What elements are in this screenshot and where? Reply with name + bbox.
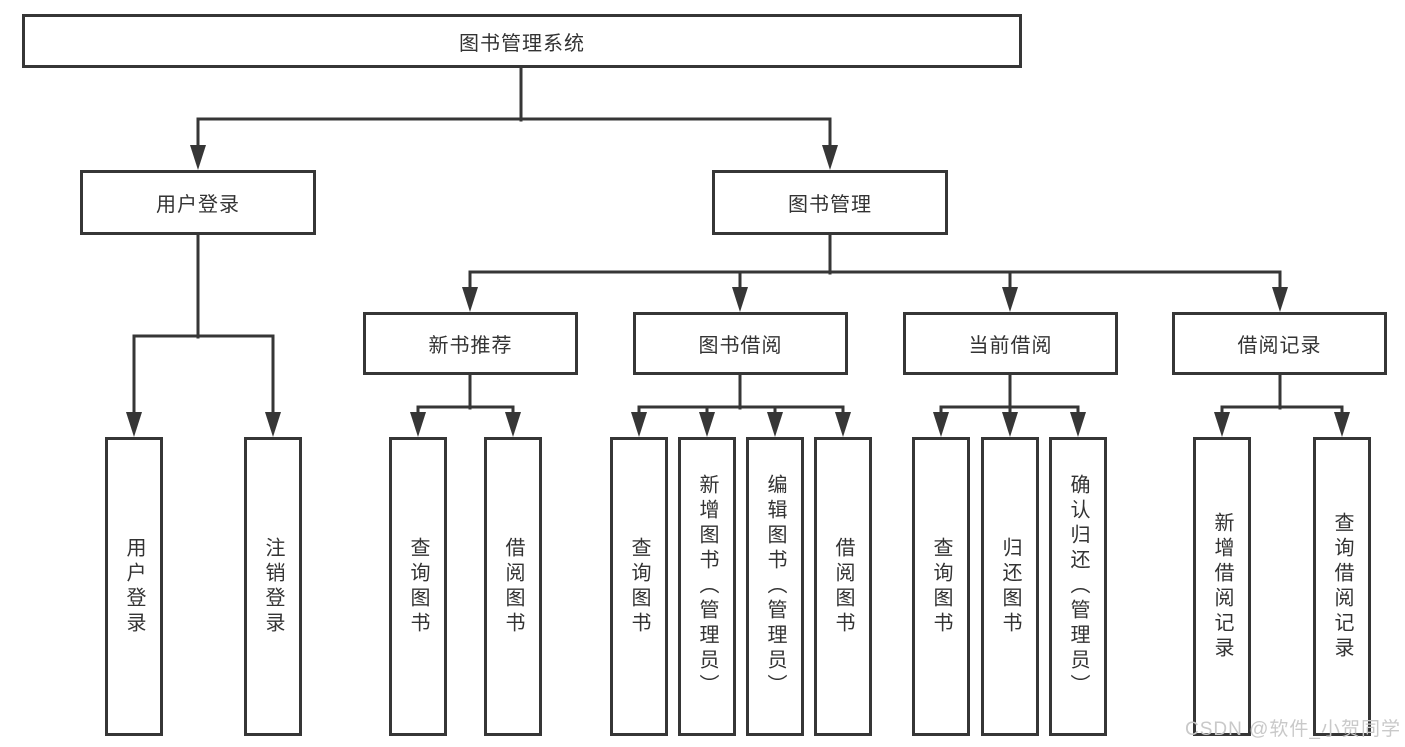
node-user-login: 用户登录 xyxy=(80,170,316,235)
leaf-current-confirm-return-admin: 确认归还（管理员） xyxy=(1049,437,1107,736)
leaf-borrowing-query-books: 查询图书 xyxy=(610,437,668,736)
leaf-records-add-borrow-record: 新增借阅记录 xyxy=(1193,437,1251,736)
csdn-watermark: CSDN @软件_小贺同学 xyxy=(1185,719,1401,740)
node-book-management: 图书管理 xyxy=(712,170,948,235)
leaf-borrowing-borrow-books: 借阅图书 xyxy=(814,437,872,736)
leaf-newbooks-borrow-books: 借阅图书 xyxy=(484,437,542,736)
leaf-records-query-borrow-record: 查询借阅记录 xyxy=(1313,437,1371,736)
leaf-logout: 注销登录 xyxy=(244,437,302,736)
leaf-borrowing-edit-books-admin: 编辑图书（管理员） xyxy=(746,437,804,736)
node-book-borrowing: 图书借阅 xyxy=(633,312,848,375)
leaf-user-login: 用户登录 xyxy=(105,437,163,736)
leaf-current-query-books: 查询图书 xyxy=(912,437,970,736)
leaf-newbooks-query-books: 查询图书 xyxy=(389,437,447,736)
leaf-current-return-books: 归还图书 xyxy=(981,437,1039,736)
node-current-borrowing: 当前借阅 xyxy=(903,312,1118,375)
leaf-borrowing-add-books-admin: 新增图书（管理员） xyxy=(678,437,736,736)
node-library-management-system: 图书管理系统 xyxy=(22,14,1022,68)
node-new-book-recommend: 新书推荐 xyxy=(363,312,578,375)
node-borrowing-records: 借阅记录 xyxy=(1172,312,1387,375)
